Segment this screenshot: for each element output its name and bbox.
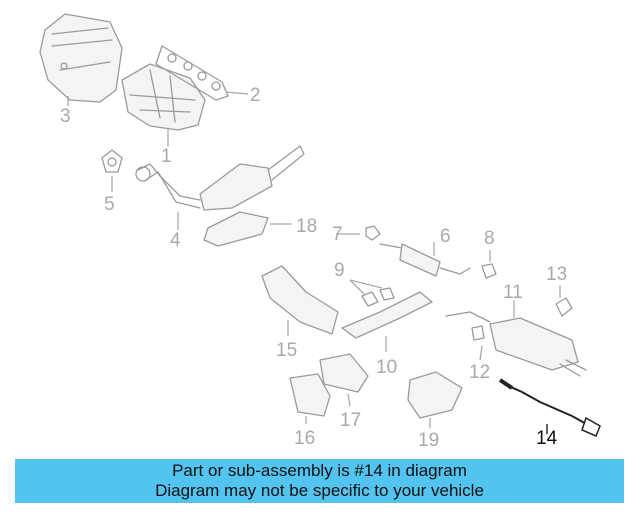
part-10-heat-shield[interactable]	[341, 291, 433, 339]
callout-2[interactable]: 2	[250, 85, 261, 106]
part-4-front-pipe-converter[interactable]	[135, 145, 305, 211]
part-11-rear-muffler[interactable]	[445, 311, 587, 377]
part-13-bracket[interactable]	[555, 297, 573, 317]
callouts: 3 1 2 5 4 18 7 6 8 9 13 11 15 10 12 17 1…	[60, 85, 567, 451]
callout-9[interactable]: 9	[334, 260, 345, 281]
part-14-oxygen-sensor[interactable]	[498, 378, 601, 437]
callout-11[interactable]: 11	[503, 282, 523, 303]
part-7-hanger[interactable]	[365, 225, 381, 241]
part-3-engine-cover[interactable]	[39, 13, 123, 103]
part-19-heat-shield[interactable]	[407, 371, 463, 419]
callout-1[interactable]: 1	[161, 146, 172, 167]
part-16-heat-shield[interactable]	[289, 373, 331, 417]
callout-13[interactable]: 13	[546, 264, 567, 285]
callout-12[interactable]: 12	[469, 362, 490, 383]
part-18-heat-shield[interactable]	[203, 211, 269, 247]
callout-7[interactable]: 7	[332, 224, 343, 245]
banner-line-1: Part or sub-assembly is #14 in diagram	[172, 461, 467, 480]
callout-8[interactable]: 8	[484, 228, 495, 249]
part-12-clamp[interactable]	[471, 325, 485, 341]
leader-lines	[67, 91, 561, 434]
callout-4[interactable]: 4	[170, 230, 181, 251]
part-9-brackets[interactable]	[361, 287, 395, 307]
exhaust-parts-diagram: 3 1 2 5 4 18 7 6 8 9 13 11 15 10 12 17 1…	[39, 13, 601, 451]
part-8-hanger[interactable]	[481, 263, 497, 279]
callout-19[interactable]: 19	[418, 430, 439, 451]
callout-16[interactable]: 16	[294, 428, 315, 449]
part-6-center-muffler[interactable]	[379, 243, 471, 277]
callout-10[interactable]: 10	[376, 357, 397, 378]
part-5-gasket-ring[interactable]	[101, 149, 123, 173]
part-15-heat-shield[interactable]	[261, 265, 339, 335]
part-1-exhaust-manifold[interactable]	[121, 63, 206, 131]
callout-14[interactable]: 14	[536, 428, 558, 449]
part-2-gasket[interactable]	[155, 45, 229, 101]
callout-3[interactable]: 3	[60, 106, 71, 127]
callout-6[interactable]: 6	[440, 226, 451, 247]
callout-18[interactable]: 18	[296, 216, 317, 237]
info-banner: Part or sub-assembly is #14 in diagram D…	[15, 459, 624, 503]
banner-line-2: Diagram may not be specific to your vehi…	[155, 481, 484, 500]
part-17-heat-shield[interactable]	[319, 353, 369, 393]
callout-17[interactable]: 17	[340, 410, 361, 431]
callout-15[interactable]: 15	[276, 340, 297, 361]
callout-5[interactable]: 5	[104, 194, 115, 215]
